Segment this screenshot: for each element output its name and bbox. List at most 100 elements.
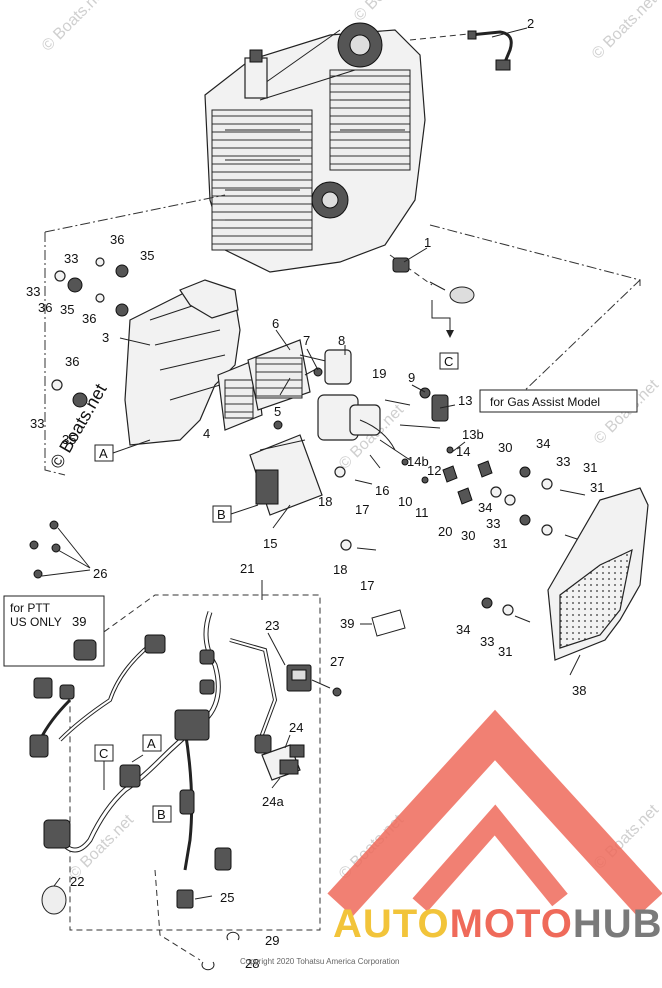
- gas-assist-note: for Gas Assist Model: [490, 395, 600, 409]
- callout-5: 5: [274, 404, 281, 419]
- callout-19: 19: [372, 366, 386, 381]
- rectifier-6: [247, 339, 331, 411]
- callout-35: 35: [140, 248, 154, 263]
- clips-28-29: [154, 869, 240, 971]
- cap-22: [41, 877, 67, 915]
- callout-14: 14: [456, 444, 470, 459]
- callout-6: 6: [272, 316, 279, 331]
- callout-31: 31: [498, 644, 512, 659]
- callout-36: 36: [110, 232, 124, 247]
- callout-30: 30: [461, 528, 475, 543]
- ref-box-b-top: B: [212, 504, 259, 523]
- ref-letter: B: [217, 507, 226, 522]
- connector-39: [73, 639, 97, 661]
- callout-8: 8: [338, 333, 345, 348]
- sensor-1: [389, 254, 475, 338]
- fasteners-right: [334, 460, 586, 551]
- ref-letter: A: [99, 446, 108, 461]
- ref-box-a-top: A: [94, 439, 151, 462]
- callout-1: 1: [424, 235, 431, 250]
- brand-part2: MOTO: [450, 902, 573, 946]
- watermark-text: © Boats.net: [39, 0, 111, 55]
- callout-38: 39: [340, 616, 354, 631]
- ref-letter: C: [99, 746, 108, 761]
- assembly-envelope: [44, 194, 641, 396]
- callout-34: 34: [456, 622, 470, 637]
- callout-31: 31: [493, 536, 507, 551]
- label-38: [360, 609, 406, 637]
- callout-37: 38: [572, 683, 586, 698]
- ref-letter: C: [444, 354, 453, 369]
- callout-33: 33: [486, 516, 500, 531]
- fuse-25: [176, 889, 213, 909]
- callout-20: 20: [438, 524, 452, 539]
- callout-numbers: 1 2 3 4 5 6 7 8 9 10 11 12 13 13b 14 14b…: [26, 16, 604, 971]
- callout-26: 26: [93, 566, 107, 581]
- callout-13: 13: [458, 393, 472, 408]
- callout-17: 17: [360, 578, 374, 593]
- callout-24: 24: [289, 720, 303, 735]
- callout-33: 33: [480, 634, 494, 649]
- callout-29: 29: [265, 933, 279, 948]
- brand-part3: HUB: [573, 902, 662, 946]
- engine-block: [204, 22, 426, 273]
- ignition-unit-15: [249, 434, 323, 516]
- callout-23: 23: [265, 618, 279, 633]
- fuse-holder-24: [261, 744, 305, 781]
- ref-box-b-harness: B: [152, 805, 172, 823]
- cover-37: [547, 487, 649, 661]
- callout-9: 9: [408, 370, 415, 385]
- callout-33: 33: [26, 284, 40, 299]
- automotohub-logo: AUTOMOTOHUB: [327, 709, 662, 946]
- callout-22: 22: [70, 874, 84, 889]
- callout-18: 18: [318, 494, 332, 509]
- callout-33: 33: [64, 251, 78, 266]
- callout-25: 25: [220, 890, 234, 905]
- callout-24a: 24a: [262, 794, 284, 809]
- ptt-note-line1: for PTT: [10, 601, 51, 615]
- washers-left: [51, 257, 129, 408]
- leader-lines: [119, 27, 581, 789]
- callout-31: 31: [590, 480, 604, 495]
- callout-15: 15: [263, 536, 277, 551]
- wiring-harness-21: [29, 611, 278, 871]
- callout-36: 36: [38, 300, 52, 315]
- callout-35: 35: [62, 432, 76, 447]
- ref-letter: A: [147, 736, 156, 751]
- callout-30: 30: [498, 440, 512, 455]
- callout-31: 31: [583, 460, 597, 475]
- fasteners-lower: [481, 597, 531, 623]
- callout-16: 16: [375, 483, 389, 498]
- screws-5-7: [273, 367, 323, 430]
- callout-3: 3: [102, 330, 109, 345]
- gas-assist-box: [479, 389, 638, 413]
- ref-box-a-harness: A: [131, 734, 162, 763]
- callout-13b: 13b: [462, 427, 484, 442]
- copyright-text: Copyright 2020 Tohatsu America Corporati…: [240, 957, 400, 966]
- ref-box-c-top: C: [439, 352, 459, 370]
- ref-letter: B: [157, 807, 166, 822]
- watermark-text: © Boats.net: [351, 0, 423, 25]
- screws-26: [29, 520, 91, 579]
- harness-boundary: [69, 594, 321, 931]
- callout-33: 33: [30, 416, 44, 431]
- callout-4: 4: [203, 426, 210, 441]
- sensor-cable-2: [409, 30, 513, 71]
- callout-2: 2: [527, 16, 534, 31]
- callout-27: 27: [330, 654, 344, 669]
- ptt-note-line2: US ONLY: [10, 615, 62, 629]
- ref-box-c-harness: C: [94, 744, 114, 790]
- callout-34: 34: [478, 500, 492, 515]
- bracket-3: [124, 279, 241, 446]
- callout-10: 10: [398, 494, 412, 509]
- brand-part1: AUTO: [333, 902, 450, 946]
- callout-39: 39: [72, 614, 86, 629]
- callout-12: 12: [427, 463, 441, 478]
- ignition-coils-8-13: [317, 349, 454, 484]
- callout-17: 17: [355, 502, 369, 517]
- callout-36: 36: [82, 311, 96, 326]
- relay-23: [286, 664, 342, 697]
- svg-text:AUTOMOTOHUB: AUTOMOTOHUB: [333, 902, 662, 946]
- callout-34: 34: [536, 436, 550, 451]
